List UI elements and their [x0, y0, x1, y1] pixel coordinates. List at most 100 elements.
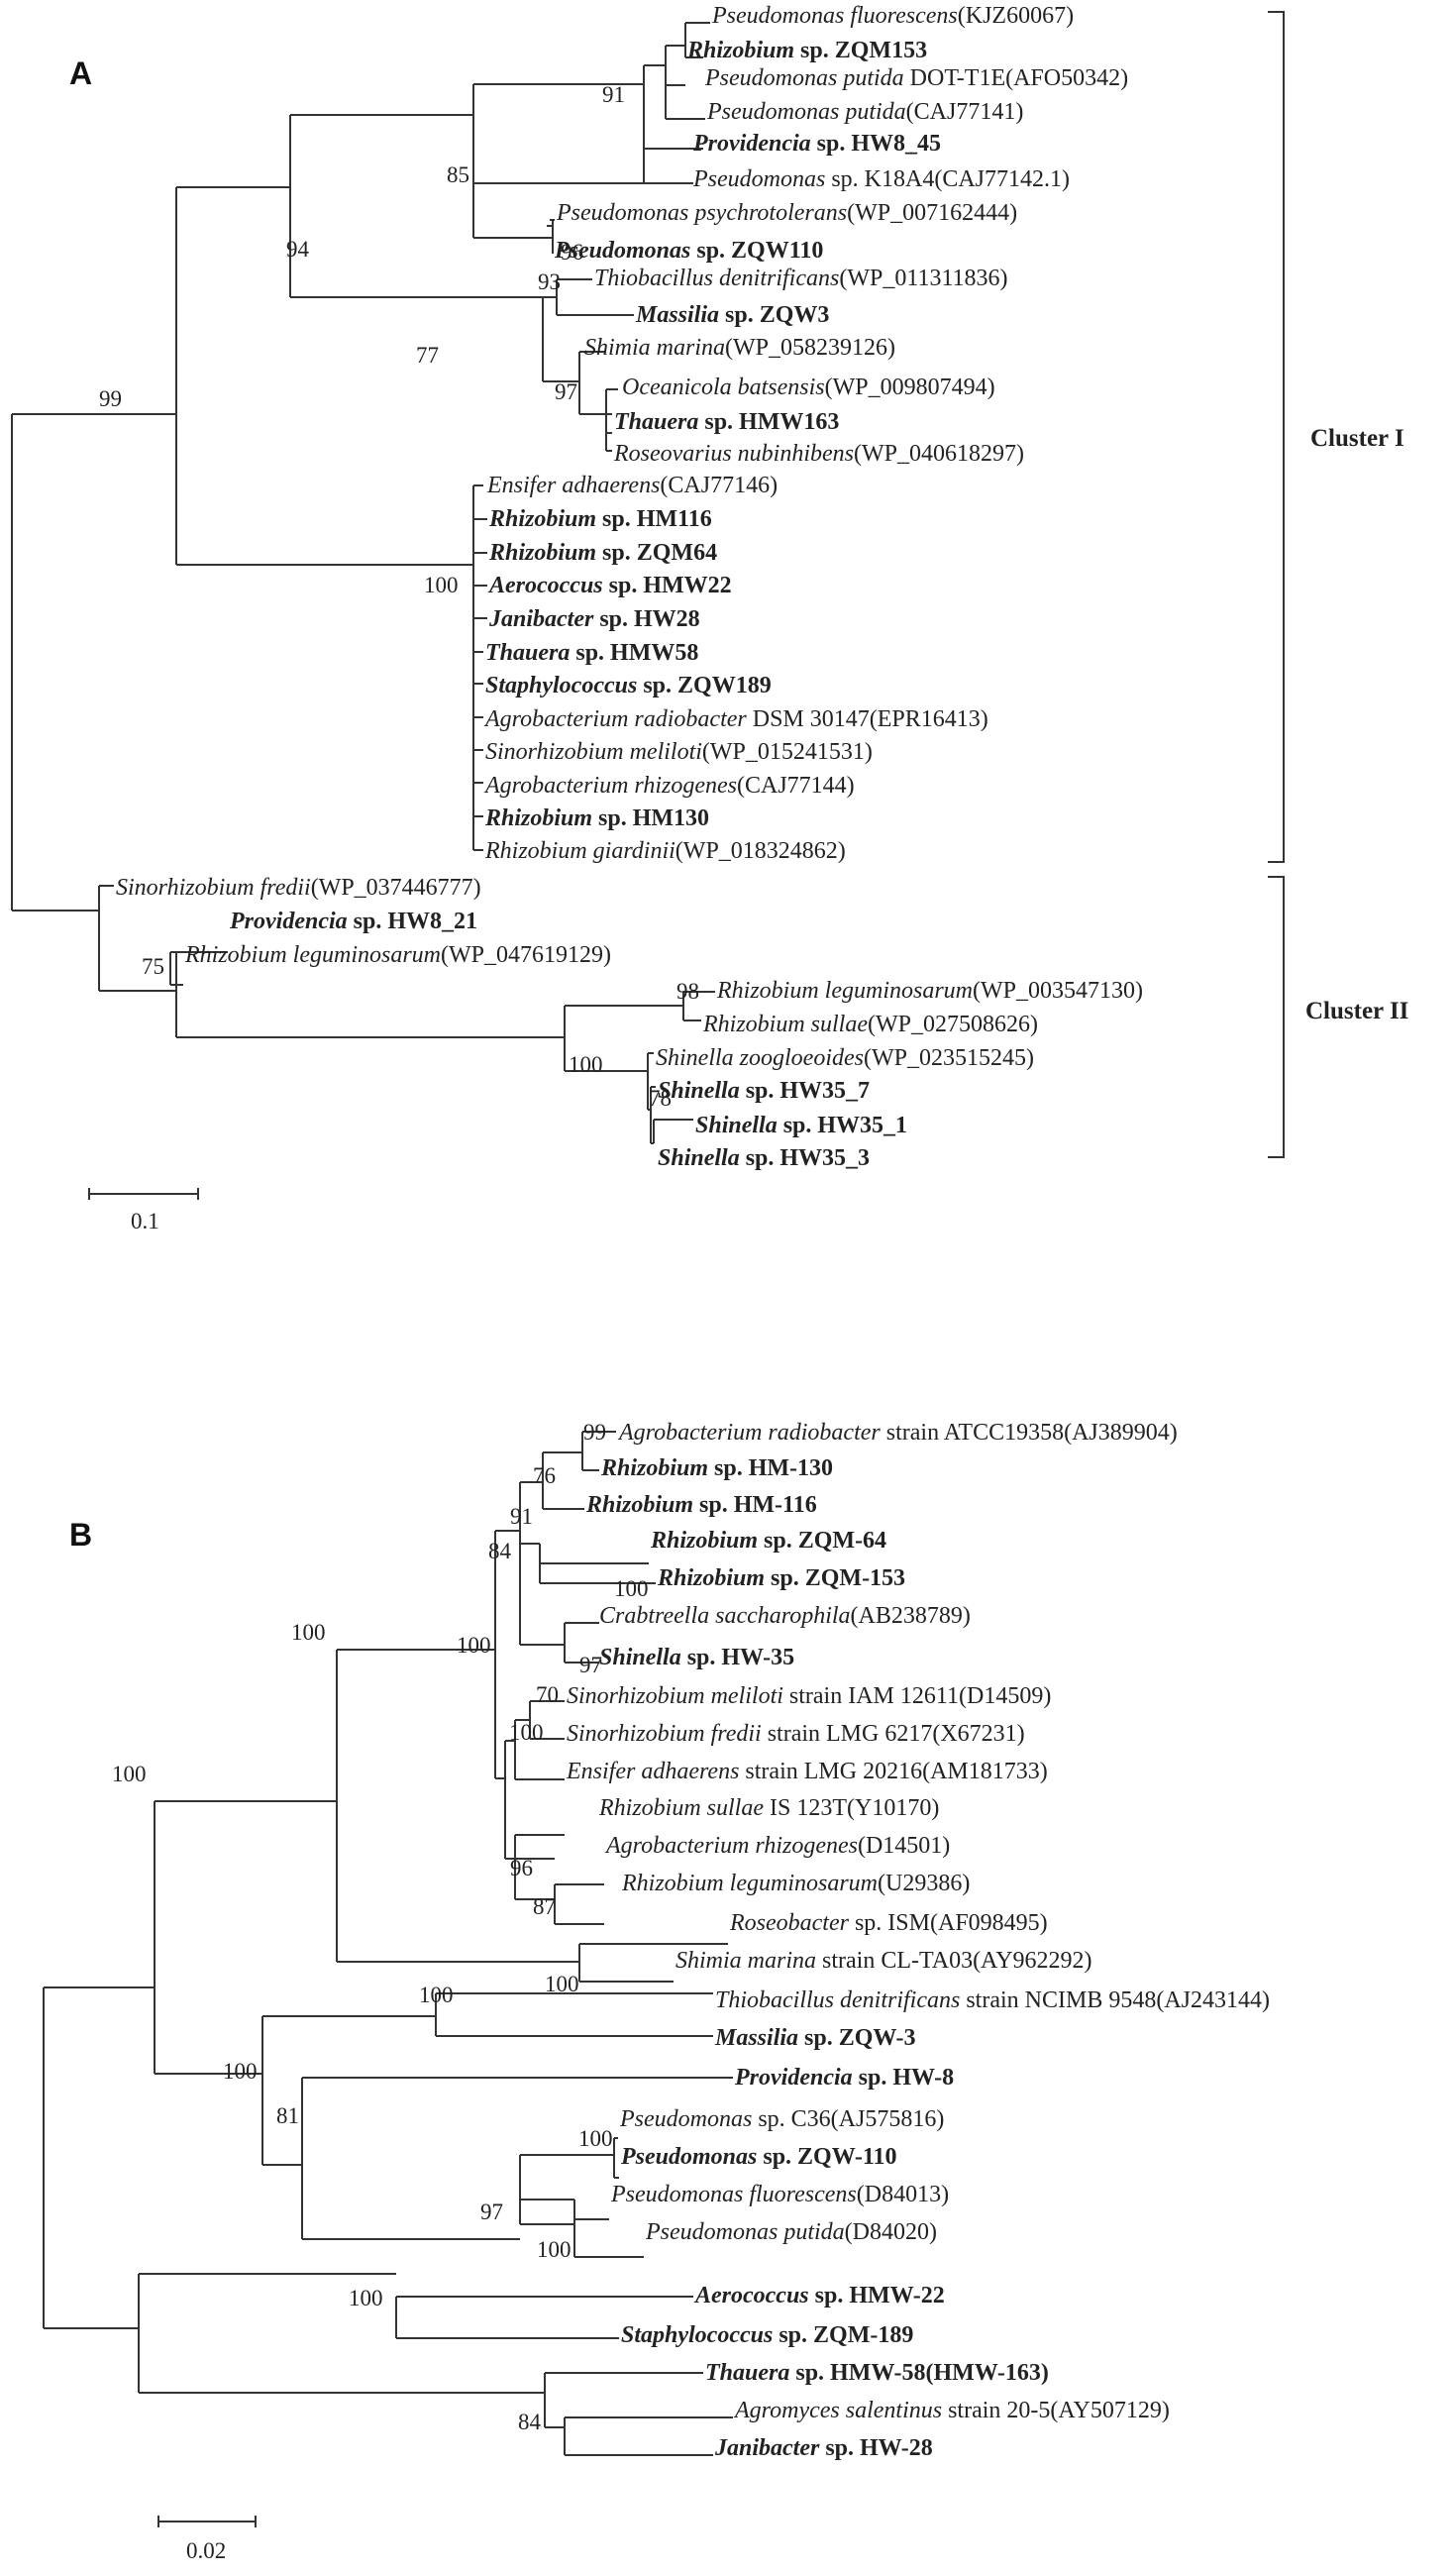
panel-b-bootstrap-value: 99 [583, 1420, 606, 1445]
panel-b-bootstrap-value: 100 [537, 2237, 571, 2262]
panel-a-tip-label: Thiobacillus denitrificans(WP_011311836) [594, 266, 1008, 291]
panel-a-tip-label: Shinella sp. HW35_7 [658, 1078, 870, 1104]
taxon-name: Pseudomonas [620, 2144, 757, 2170]
strain-accession: sp. ZQW3 [719, 302, 829, 328]
panel-b-tip-label: Agrobacterium rhizogenes(D14501) [604, 1833, 950, 1859]
strain-accession: sp. HMW-58(HMW-163) [789, 2360, 1049, 2386]
panel-a-tip-label: Roseovarius nubinhibens(WP_040618297) [613, 441, 1024, 467]
strain-accession: sp. HM-116 [693, 1492, 817, 1518]
panel-b-bootstrap-value: 97 [579, 1653, 602, 1677]
strain-accession: (CAJ77144) [737, 773, 855, 799]
panel-b-tip-label: Janibacter sp. HW-28 [714, 2435, 933, 2461]
taxon-name: Thauera [485, 640, 570, 666]
taxon-name: Shinella [599, 1645, 681, 1670]
taxon-name: Rhizobium [488, 506, 596, 532]
cluster-i-label: Cluster I [1310, 425, 1404, 452]
panel-a-bootstrap-value: 85 [447, 162, 469, 187]
panel-a-tip-label: Sinorhizobium meliloti(WP_015241531) [485, 739, 873, 765]
panel-a-tip-label: Rhizobium sp. HM130 [484, 805, 709, 831]
strain-accession: (KJZ60067) [958, 3, 1074, 29]
panel-a: A [11, 3, 1408, 1234]
strain-accession: sp. HMW58 [570, 640, 698, 666]
taxon-name: Agrobacterium radiobacter [617, 1420, 881, 1446]
strain-accession: (D84020) [845, 2219, 937, 2245]
taxon-name: Shinella zoogloeoides [656, 1045, 864, 1071]
taxon-name: Agrobacterium rhizogenes [604, 1833, 858, 1859]
strain-accession: sp. HW-8 [853, 2065, 954, 2091]
taxon-name: Shimia marina [584, 335, 725, 361]
strain-accession: sp. ZQW189 [637, 673, 771, 698]
strain-accession: (WP_040618297) [854, 441, 1024, 467]
panel-a-tip-label: Staphylococcus sp. ZQW189 [485, 673, 772, 698]
cluster-i-bracket [1268, 11, 1285, 863]
strain-accession: sp. ZQM-64 [758, 1528, 886, 1554]
panel-b-tip-label: Rhizobium leguminosarum(U29386) [621, 1871, 970, 1896]
taxon-name: Massilia [635, 302, 719, 328]
taxon-name: Shinella [658, 1078, 740, 1104]
taxon-name: Janibacter [488, 606, 594, 632]
strain-accession: (CAJ77141) [906, 99, 1024, 125]
strain-accession: sp. ZQM-189 [773, 2322, 913, 2348]
panel-a-tip-label: Janibacter sp. HW28 [488, 606, 700, 632]
panel-a-bootstrap-value: 94 [286, 237, 310, 262]
panel-a-tip-label: Thauera sp. HMW58 [485, 640, 698, 666]
panel-b-bootstrap-value: 100 [291, 1620, 326, 1645]
panel-b-bootstrap-value: 97 [480, 2200, 503, 2224]
strain-accession: strain LMG 6217(X67231) [762, 1721, 1025, 1747]
scale-bar-a: 0.1 [88, 1188, 199, 1234]
taxon-name: Rhizobium giardinii [484, 838, 675, 864]
panel-b-bootstrap-value: 100 [349, 2286, 383, 2310]
cluster-ii-label: Cluster II [1305, 998, 1408, 1024]
panel-b-tip-label: Rhizobium sp. HM-116 [585, 1492, 817, 1518]
panel-b-tip-label: Rhizobium sp. ZQM-64 [650, 1528, 886, 1554]
panel-a-tip-label: Agrobacterium rhizogenes(CAJ77144) [483, 773, 855, 799]
panel-a-bootstrap-value: 97 [555, 379, 577, 404]
taxon-name: Pseudomonas putida [704, 65, 904, 91]
scale-bar-b-label: 0.02 [186, 2538, 226, 2563]
panel-b-bootstrap-value: 100 [509, 1720, 544, 1745]
strain-accession: (WP_009807494) [825, 375, 995, 400]
strain-accession: sp. HMW-22 [809, 2283, 945, 2308]
strain-accession: (WP_018324862) [675, 838, 846, 864]
panel-b-tip-label: Pseudomonas fluorescens(D84013) [610, 2182, 949, 2207]
panel-b-tip-label: Thauera sp. HMW-58(HMW-163) [705, 2360, 1049, 2386]
taxon-name: Pseudomonas psychrotolerans [556, 200, 847, 226]
strain-accession: strain 20-5(AY507129) [942, 2398, 1170, 2423]
panel-a-bootstrap-value: 98 [676, 979, 699, 1004]
panel-a-tip-label: Shinella zoogloeoides(WP_023515245) [656, 1045, 1034, 1071]
strain-accession: sp. ZQM153 [794, 38, 927, 63]
panel-a-bootstrap-value: 100 [424, 573, 459, 597]
taxon-name: Agrobacterium rhizogenes [483, 773, 737, 799]
panel-b-label: B [69, 1517, 92, 1553]
cluster-ii-bracket [1268, 876, 1285, 1158]
panel-b-bootstrap-value: 100 [419, 1983, 454, 2007]
scale-bar-a-label: 0.1 [131, 1209, 159, 1234]
strain-accession: (WP_047619129) [441, 942, 611, 968]
taxon-name: Staphylococcus [621, 2322, 773, 2348]
taxon-name: Rhizobium [585, 1492, 693, 1518]
strain-accession: sp. HW35_1 [778, 1113, 907, 1138]
panel-a-tip-label: Sinorhizobium fredii(WP_037446777) [116, 875, 481, 901]
panel-b-bootstrap-value: 76 [533, 1463, 556, 1488]
strain-accession: sp. HW-28 [819, 2435, 932, 2461]
taxon-name: Shinella [658, 1145, 740, 1171]
strain-accession: strain IAM 12611(D14509) [783, 1683, 1051, 1709]
panel-a-tip-label: Rhizobium leguminosarum(WP_047619129) [184, 942, 611, 968]
taxon-name: Rhizobium [600, 1455, 708, 1481]
taxon-name: Rhizobium leguminosarum [716, 978, 973, 1004]
panel-a-tip-label: Pseudomonas putida DOT-T1E(AFO50342) [704, 65, 1128, 91]
panel-a-tip-label: Rhizobium leguminosarum(WP_003547130) [716, 978, 1143, 1004]
strain-accession: (WP_037446777) [311, 875, 481, 901]
panel-b-tip-label: Pseudomonas sp. C36(AJ575816) [619, 2106, 944, 2132]
taxon-name: Pseudomonas putida [706, 99, 906, 125]
panel-a-tip-label: Shinella sp. HW35_1 [695, 1113, 907, 1138]
panel-a-bootstrap-value: 100 [569, 1052, 603, 1077]
strain-accession: sp. ISM(AF098495) [849, 1910, 1048, 1936]
panel-b-tip-label: Staphylococcus sp. ZQM-189 [621, 2322, 913, 2348]
taxon-name: Janibacter [714, 2435, 820, 2461]
panel-b-tip-label: Roseobacter sp. ISM(AF098495) [729, 1910, 1048, 1936]
strain-accession: sp. HW35_3 [740, 1145, 870, 1171]
panel-b-tip-label: Massilia sp. ZQW-3 [714, 2025, 916, 2051]
strain-accession: sp. HMW163 [698, 409, 839, 435]
panel-b-bootstrap-value: 84 [518, 2410, 542, 2434]
